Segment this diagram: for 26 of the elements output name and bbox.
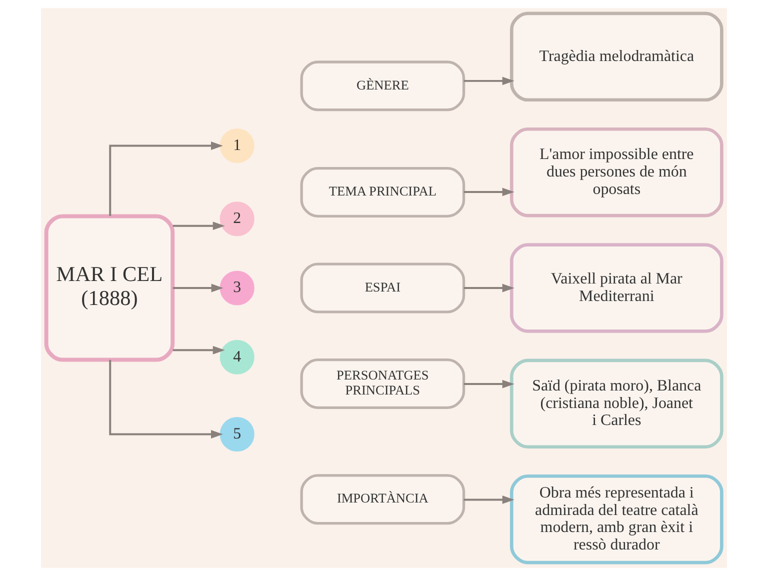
node-box: PERSONATGES PRINCIPALS (300, 358, 466, 409)
arrow (464, 496, 514, 504)
node-circle: 5 (220, 416, 254, 452)
node-box: GÈNERE (300, 60, 466, 112)
arrow (172, 284, 224, 292)
arrow (464, 380, 514, 388)
node-circle: 4 (220, 340, 254, 374)
node-box: Vaixell pirata al Mar Mediterrani (510, 243, 724, 333)
arrow (464, 188, 514, 196)
node-circle: 3 (220, 270, 254, 306)
arrow (109, 360, 223, 438)
node-box: IMPORTÀNCIA (300, 474, 466, 525)
arrow (109, 142, 223, 216)
arrow (172, 346, 225, 354)
node-box: MAR I CEL (1888) (44, 214, 175, 362)
node-box: Tragèdia melodramàtica (510, 12, 724, 102)
arrow (172, 222, 225, 230)
arrow (464, 284, 514, 292)
node-box: TEMA PRINCIPAL (300, 167, 466, 218)
node-box: L'amor impossible entre dues persones de món oposats (510, 127, 724, 218)
node-box: ESPAI (300, 262, 466, 314)
node-circle: 2 (220, 202, 254, 236)
node-circle: 1 (220, 128, 254, 164)
arrow (464, 76, 514, 86)
node-box: Saïd (pirata moro), Blanca (cristiana noble), Joanet i Carles (510, 358, 724, 449)
node-box: Obra més representada i admirada del teatre català modern, amb gran èxit i ressò durador (510, 474, 724, 564)
